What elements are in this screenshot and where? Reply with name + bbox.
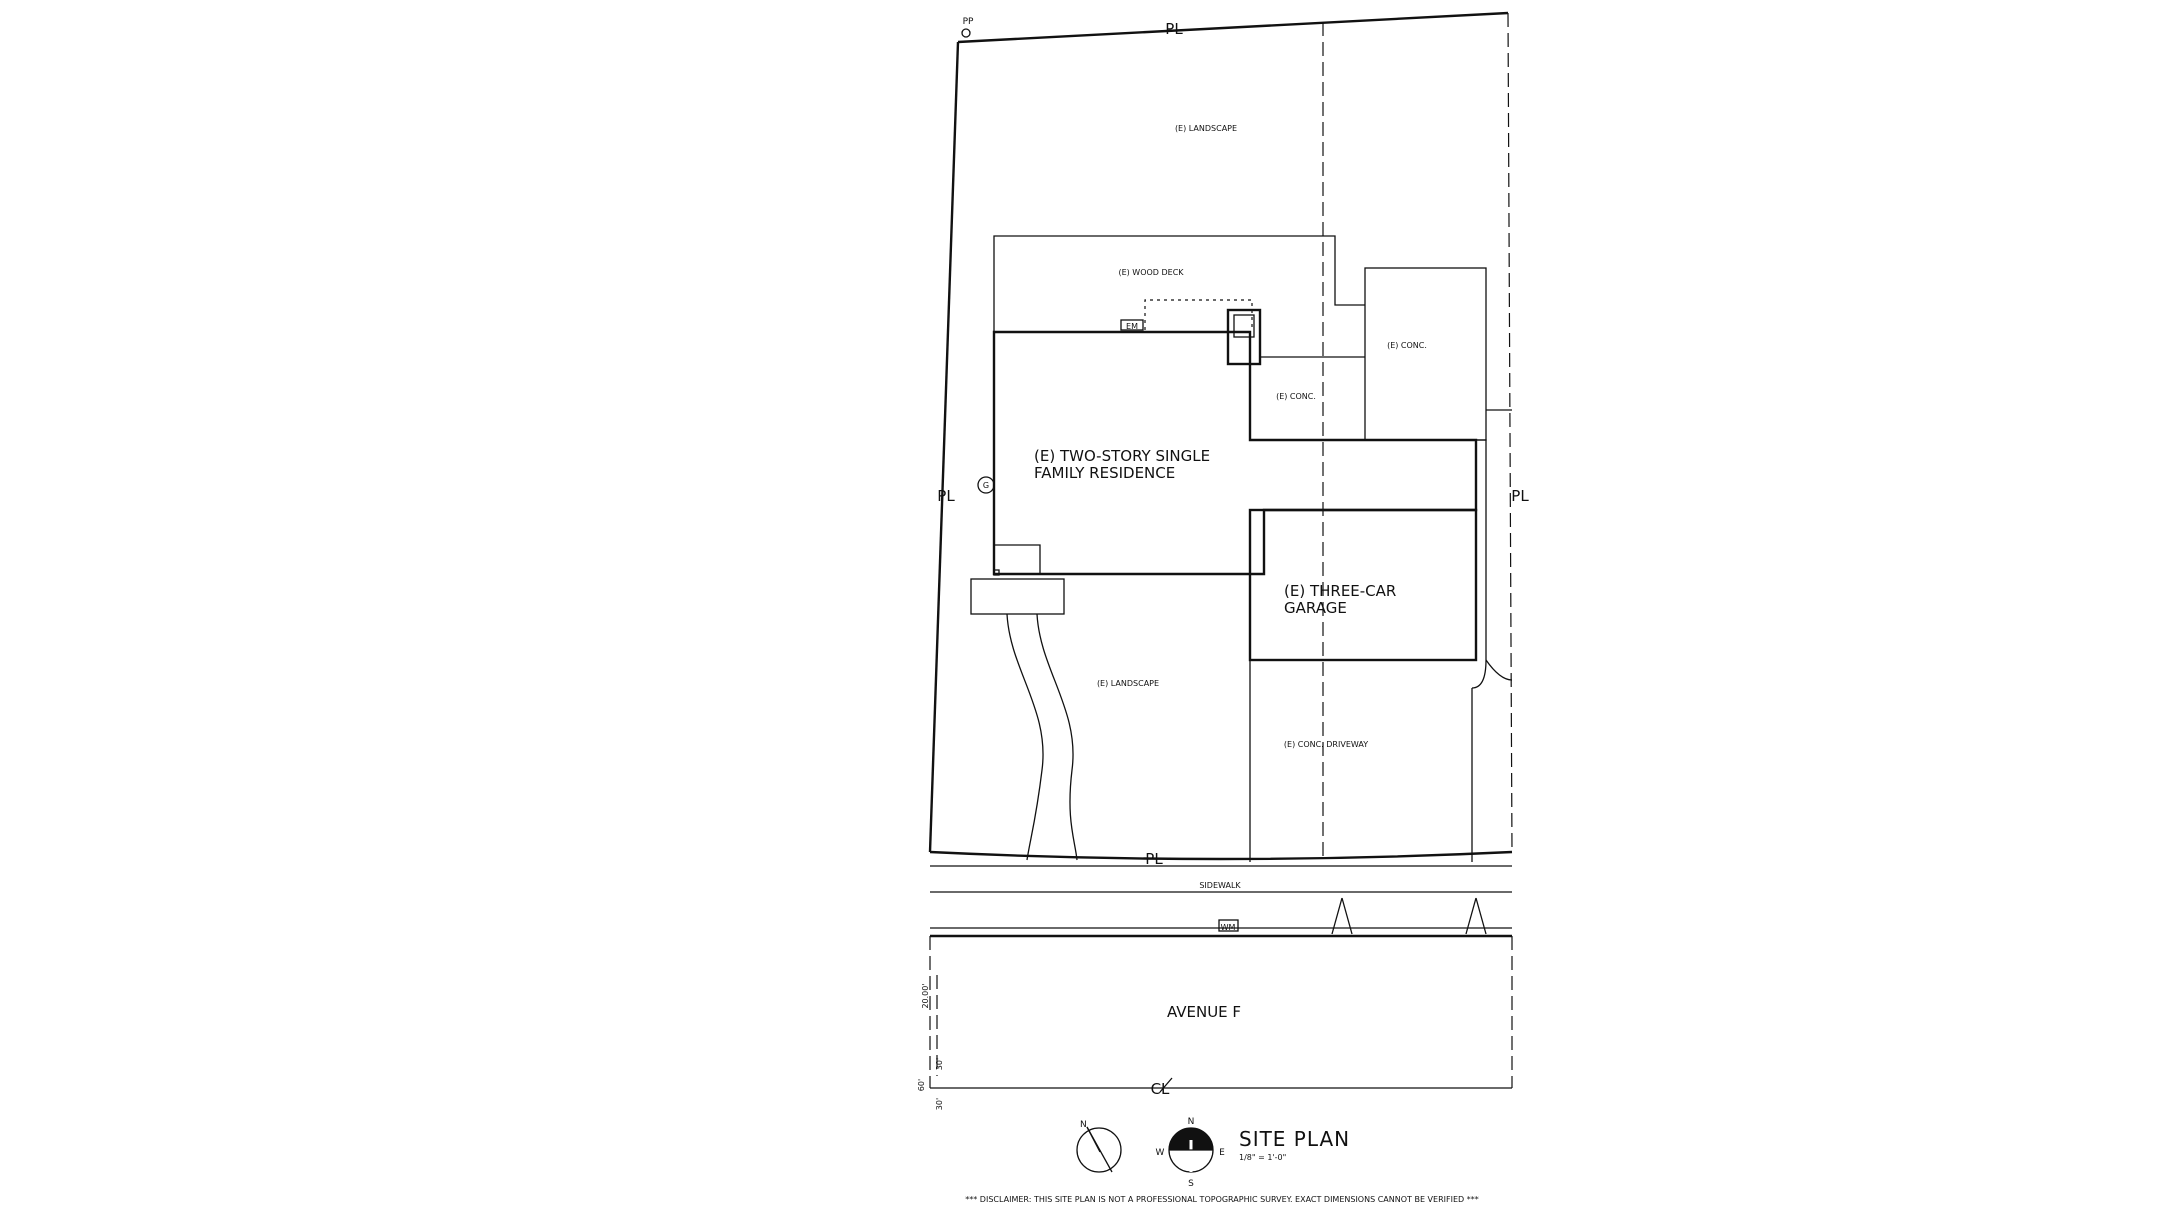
- north-arrow-icon: N: [1076, 1120, 1122, 1173]
- label-wood-deck: (E) WOOD DECK: [1118, 268, 1184, 277]
- dim-street-half: 20.00': [921, 983, 930, 1008]
- sidewalk: [930, 865, 1512, 938]
- dim-thirty-upper: 30': [935, 1058, 944, 1070]
- label-residence-line2: FAMILY RESIDENCE: [1034, 464, 1175, 482]
- label-garage-line2: GARAGE: [1284, 599, 1347, 617]
- property-boundary: [928, 11, 1513, 861]
- gas-meter-icon: [977, 476, 995, 494]
- side-concrete: [1260, 267, 1513, 689]
- label-wm: WM: [1221, 923, 1236, 932]
- label-rear-landscape: (E) LANDSCAPE: [1175, 124, 1237, 133]
- garage-outline: [1248, 508, 1478, 662]
- power-pole-icon: [961, 28, 971, 38]
- title-site-plan: SITE PLAN: [1239, 1127, 1350, 1151]
- driveway: [1249, 660, 1473, 862]
- label-conc-right: (E) CONC.: [1387, 341, 1427, 350]
- label-residence-line1: (E) TWO-STORY SINGLE: [1034, 447, 1210, 465]
- label-em: EM: [1126, 322, 1138, 331]
- compass-n: N: [1188, 1117, 1195, 1127]
- street: [929, 936, 1513, 1093]
- compass-e: E: [1219, 1148, 1225, 1158]
- label-gas: G: [983, 481, 989, 490]
- label-front-landscape: (E) LANDSCAPE: [1097, 679, 1159, 688]
- pl-mark-left: PL: [937, 487, 955, 505]
- north-arrow-label: N: [1080, 1120, 1087, 1130]
- pl-mark-top: PL: [1165, 20, 1183, 38]
- walkway: [1006, 613, 1078, 861]
- label-sidewalk: SIDEWALK: [1199, 881, 1241, 890]
- front-porch: [970, 578, 1065, 615]
- cl-mark: CL: [1151, 1080, 1170, 1098]
- label-garage-line1: (E) THREE-CAR: [1284, 582, 1396, 600]
- compass-rose-icon: N S W E: [1156, 1117, 1226, 1189]
- label-pp: PP: [963, 17, 974, 27]
- compass-w: W: [1156, 1148, 1165, 1158]
- dim-thirty-lower: 30': [935, 1098, 944, 1110]
- disclaimer-text: *** DISCLAIMER: THIS SITE PLAN IS NOT A …: [965, 1195, 1478, 1204]
- title-scale: 1/8" = 1'-0": [1239, 1153, 1286, 1162]
- label-conc-mid: (E) CONC.: [1276, 392, 1316, 401]
- label-street: AVENUE F: [1167, 1003, 1241, 1021]
- pl-mark-right: PL: [1511, 487, 1529, 505]
- dim-sixty: 60': [917, 1079, 926, 1091]
- compass-s: S: [1188, 1179, 1194, 1189]
- pl-mark-front: PL: [1145, 850, 1163, 868]
- label-driveway: (E) CONC. DRIVEWAY: [1284, 740, 1368, 749]
- wood-deck: [993, 235, 1365, 333]
